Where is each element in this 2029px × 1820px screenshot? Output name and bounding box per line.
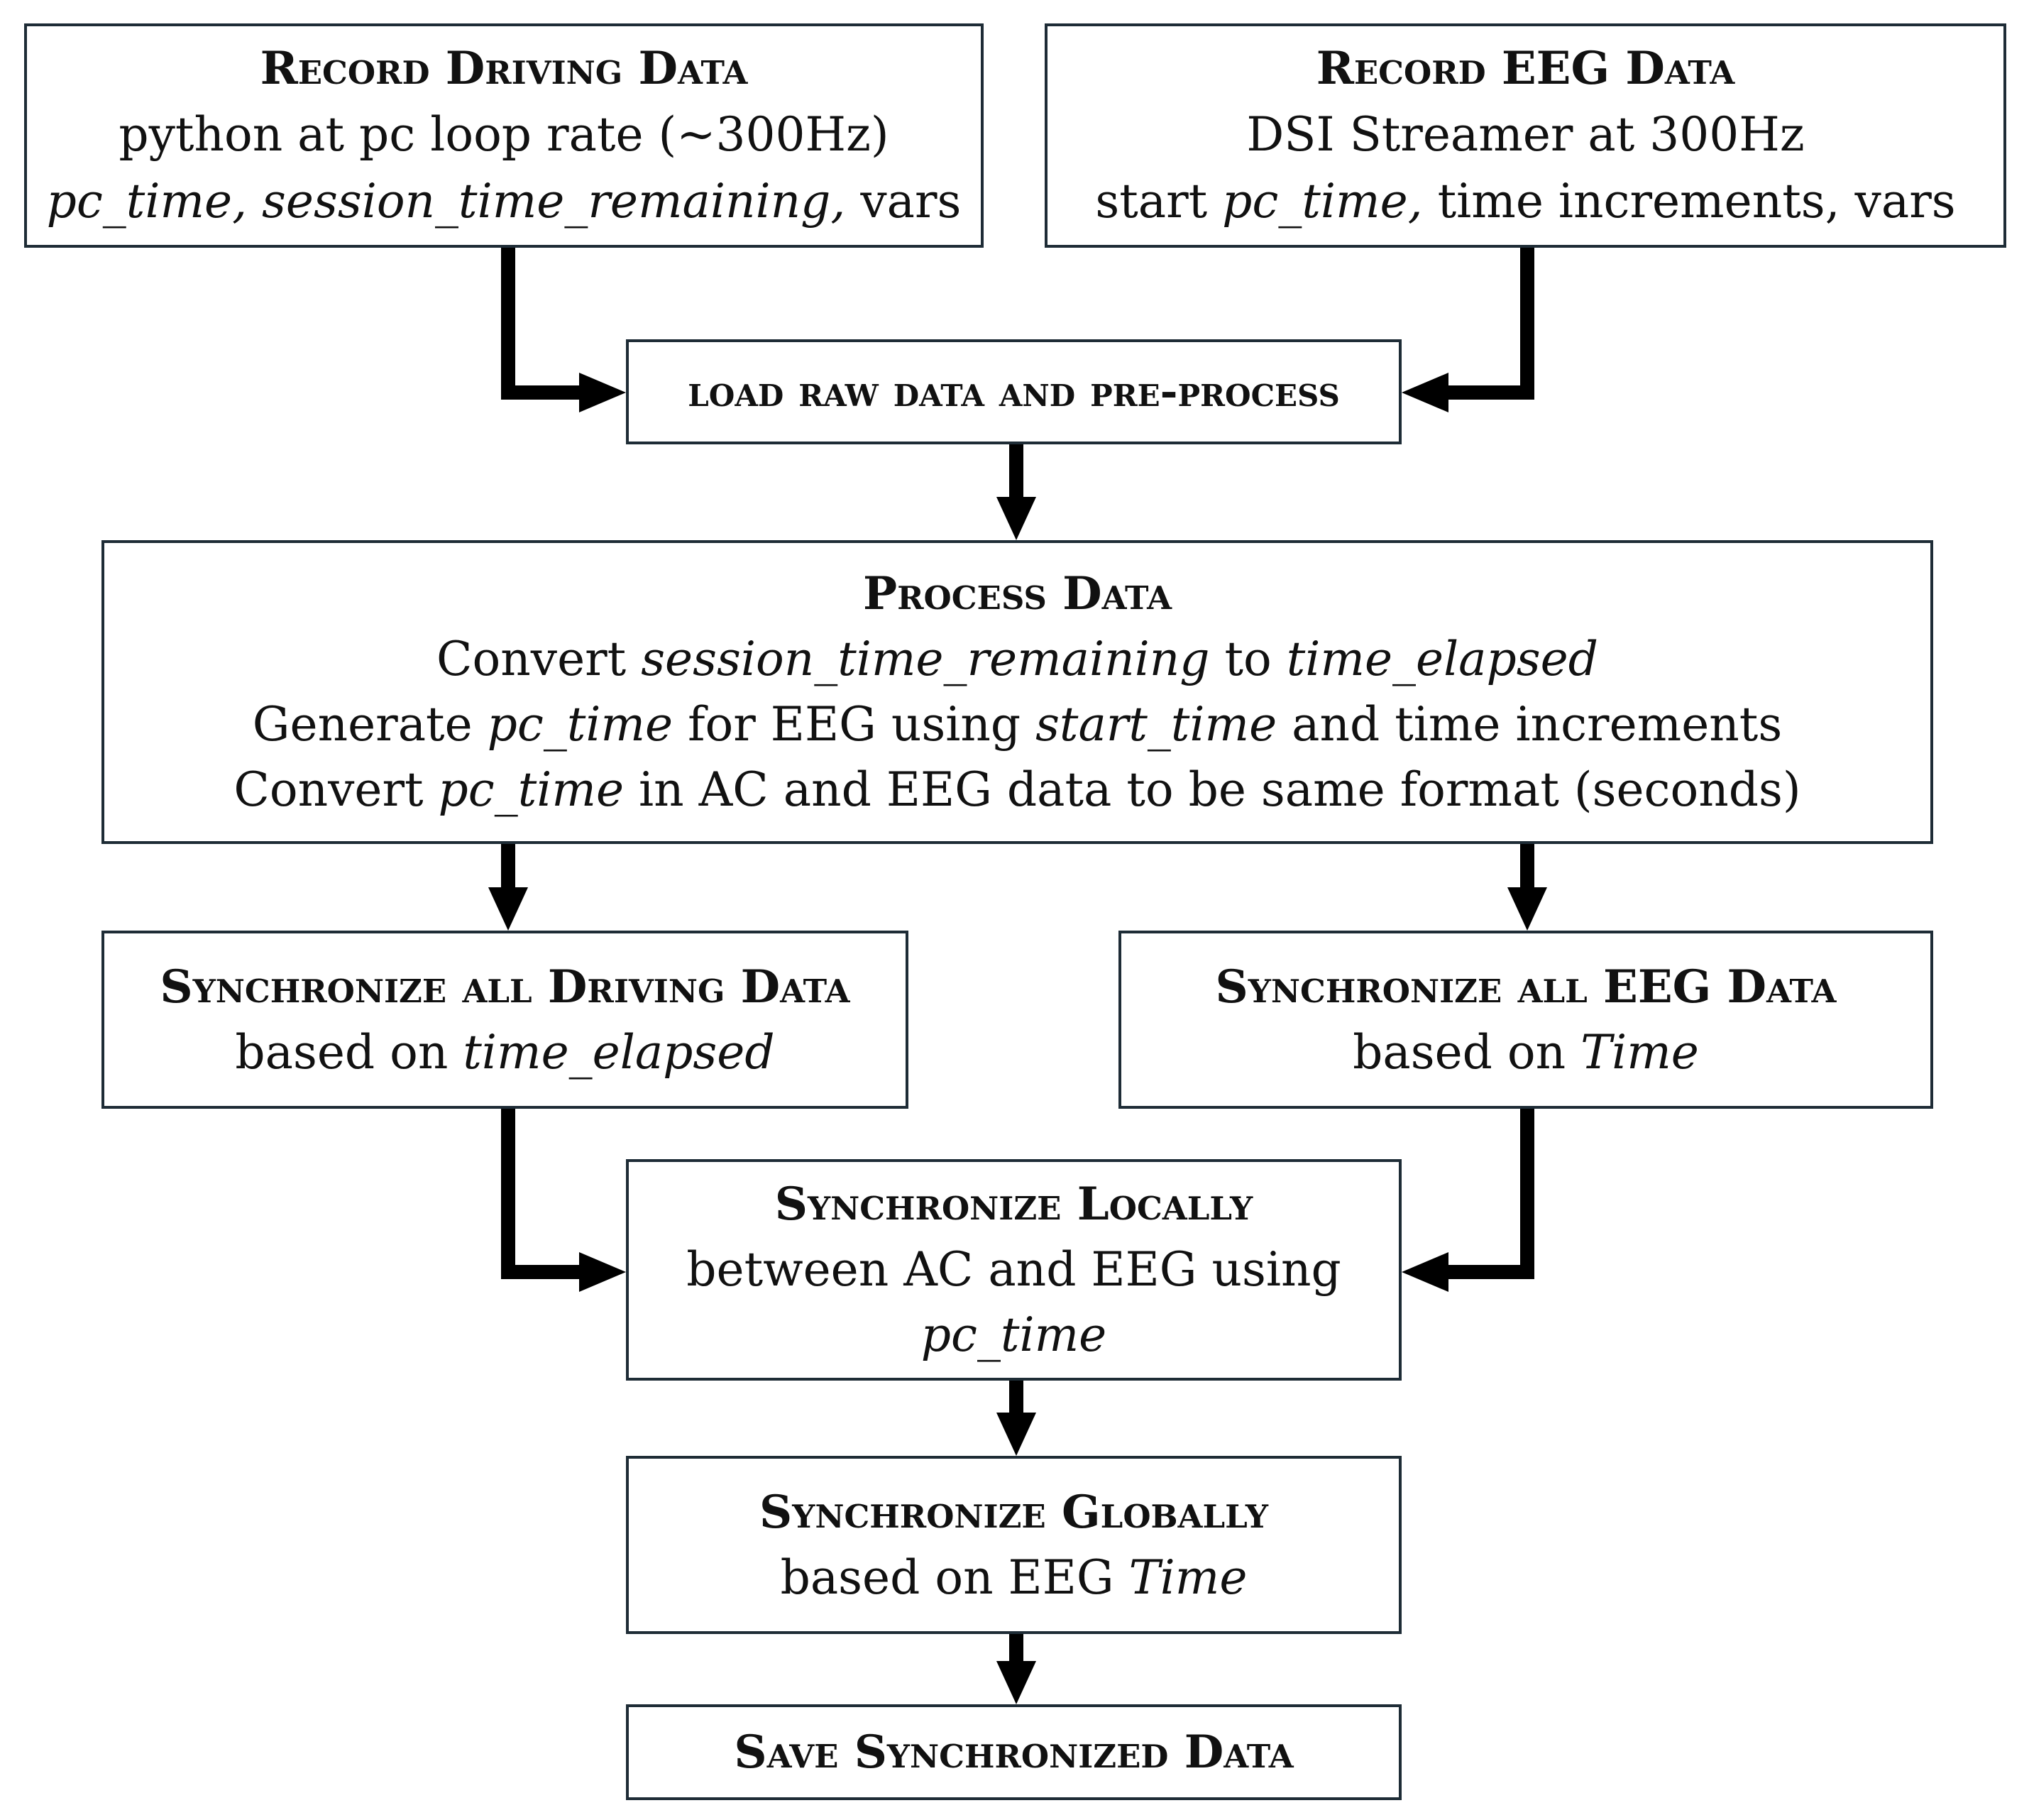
sync-eeg-basis-var: Time xyxy=(1580,1024,1699,1080)
save-synchronized-data-box: Save Synchronized Data xyxy=(626,1704,1402,1800)
sync-driving-data-basis: based on time_elapsed xyxy=(235,1020,774,1085)
record-eeg-data-vars: start pc_time, time increments, vars xyxy=(1095,168,1955,235)
process-data-title: Process Data xyxy=(862,567,1172,620)
record-driving-data-box: Record Driving Data python at pc loop ra… xyxy=(24,23,984,248)
process-data-box: Process Data Convert session_time_remain… xyxy=(101,540,1933,844)
process-step-3-a: Convert xyxy=(233,762,439,817)
sync-locally-box: Synchronize Locally between AC and EEG u… xyxy=(626,1159,1402,1381)
driving-var-names: pc_time, session_time_remaining, xyxy=(46,174,846,229)
sync-driving-basis-var: time_elapsed xyxy=(463,1024,775,1080)
record-driving-data-rate: python at pc loop rate (~300Hz) xyxy=(119,107,889,162)
sync-locally-var: pc_time xyxy=(920,1308,1107,1362)
process-step-3: Convert pc_time in AC and EEG data to be… xyxy=(233,757,1800,823)
sync-eeg-data-box: Synchronize all EEG Data based on Time xyxy=(1118,931,1933,1109)
arrow-eeg-to-load xyxy=(1446,248,1534,400)
process-step-2-a: Generate xyxy=(252,697,488,752)
eeg-var-pc-time: pc_time, xyxy=(1222,174,1423,229)
sync-locally-title: Synchronize Locally xyxy=(774,1178,1253,1231)
process-step-2-var-1: pc_time xyxy=(487,697,673,752)
load-preprocess-title: load raw data and pre-process xyxy=(688,367,1340,417)
load-preprocess-box: load raw data and pre-process xyxy=(626,339,1402,444)
arrow-driving-to-load xyxy=(501,248,582,400)
arrowhead-process-to-sync-driving xyxy=(488,887,528,931)
eeg-vars-prefix: start xyxy=(1095,174,1223,229)
sync-globally-box: Synchronize Globally based on EEG Time xyxy=(626,1456,1402,1634)
sync-driving-data-box: Synchronize all Driving Data based on ti… xyxy=(101,931,908,1109)
save-synchronized-data-title: Save Synchronized Data xyxy=(734,1725,1294,1779)
sync-globally-basis-var: Time xyxy=(1128,1550,1248,1605)
sync-eeg-data-basis: based on Time xyxy=(1353,1020,1699,1085)
process-step-1-var-2: time_elapsed xyxy=(1286,632,1598,686)
record-eeg-data-title: Record EEG Data xyxy=(1316,42,1735,95)
record-eeg-data-box: Record EEG Data DSI Streamer at 300Hz st… xyxy=(1045,23,2006,248)
process-step-1-a: Convert xyxy=(436,632,642,686)
sync-eeg-data-title: Synchronize all EEG Data xyxy=(1215,960,1837,1014)
arrowhead-eeg-to-load xyxy=(1402,373,1448,412)
record-driving-data-vars: pc_time, session_time_remaining, vars xyxy=(47,168,962,235)
arrowhead-local-to-global xyxy=(996,1413,1036,1456)
arrowhead-sync-eeg-to-local xyxy=(1402,1252,1448,1292)
sync-driving-basis-prefix: based on xyxy=(235,1024,463,1080)
record-eeg-data-rate: DSI Streamer at 300Hz xyxy=(1246,107,1805,162)
sync-globally-title: Synchronize Globally xyxy=(759,1485,1268,1539)
process-step-2-var-2: start_time xyxy=(1035,697,1277,752)
sync-locally-desc: between AC and EEG using xyxy=(686,1242,1341,1297)
sync-eeg-basis-prefix: based on xyxy=(1353,1024,1581,1080)
arrowhead-global-to-save xyxy=(996,1661,1036,1704)
arrowhead-load-to-process xyxy=(996,497,1036,540)
arrowhead-process-to-sync-eeg xyxy=(1507,887,1547,931)
process-step-3-b: in AC and EEG data to be same format (se… xyxy=(624,762,1801,817)
record-driving-data-title: Record Driving Data xyxy=(260,42,748,95)
arrowhead-sync-driving-to-local xyxy=(579,1252,626,1292)
arrow-sync-eeg-to-local xyxy=(1446,1109,1534,1279)
eeg-vars-suffix: time increments, vars xyxy=(1422,174,1956,229)
arrow-sync-driving-to-local xyxy=(501,1109,582,1279)
process-step-2-b: for EEG using xyxy=(673,697,1036,752)
arrowhead-driving-to-load xyxy=(579,373,626,412)
process-step-3-var-1: pc_time xyxy=(438,762,625,817)
process-step-2: Generate pc_time for EEG using start_tim… xyxy=(253,692,1782,757)
sync-globally-basis: based on EEG Time xyxy=(781,1545,1248,1611)
sync-driving-data-title: Synchronize all Driving Data xyxy=(160,960,850,1014)
process-step-1: Convert session_time_remaining to time_e… xyxy=(436,627,1598,692)
driving-vars-suffix: vars xyxy=(845,174,962,229)
process-step-1-b: to xyxy=(1209,632,1287,686)
sync-globally-basis-prefix: based on EEG xyxy=(780,1550,1129,1605)
process-step-1-var-1: session_time_remaining xyxy=(641,632,1210,686)
process-step-2-c: and time increments xyxy=(1277,697,1783,752)
